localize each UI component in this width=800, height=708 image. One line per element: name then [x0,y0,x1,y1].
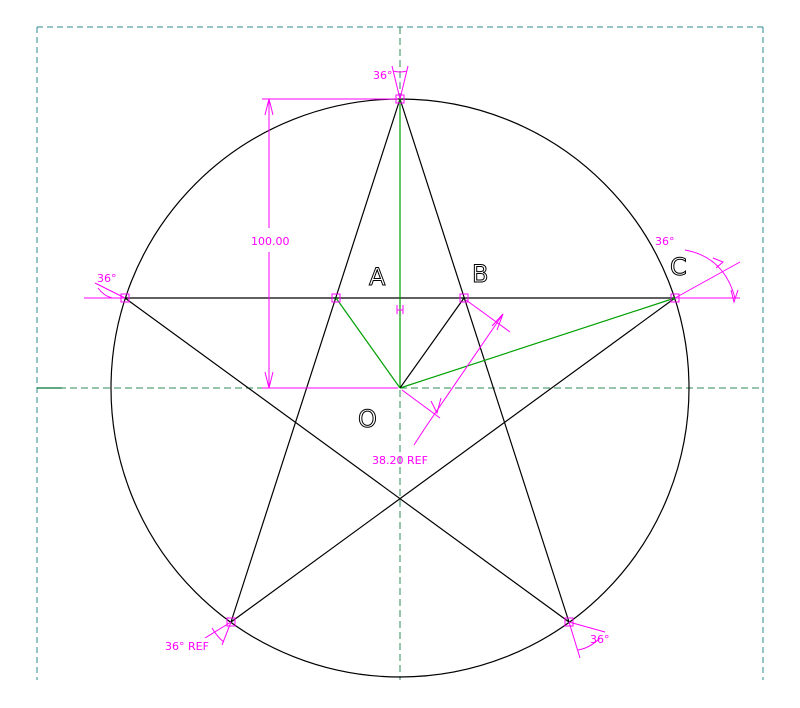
marker-a [331,293,341,303]
angle-left-label: 36° [97,272,117,285]
angle-top-label: 36° [373,69,393,82]
angle-right-label: 36° [655,235,675,248]
dim100-arrow-bottom [264,371,274,389]
construction-line-ob [399,297,465,389]
angle-bottom-left-label: 36° REF [165,640,209,653]
point-label-o: O [358,405,377,433]
marker-bottom-left [226,617,236,627]
angle-bottom-left-leg [204,621,232,639]
dim38-arrow-1 [491,313,504,331]
angle-left-arc [97,287,113,299]
marker-b [459,293,469,303]
angle-left-leg [94,282,126,299]
dim38-leader [413,427,426,446]
angle-right-leg [674,261,741,299]
dimension-38-label: 38.20 REF [372,454,428,467]
dim38-line [424,313,504,429]
angle-bottom-left-leg-2 [221,621,232,646]
angle-right-arrow-2 [730,289,739,304]
point-label-c: C [670,253,687,281]
angle-top-leg-2 [399,65,409,100]
dim38-extension-2 [401,389,441,419]
marker-bottom-right [564,617,574,627]
dim100-arrow-top [264,98,274,116]
angle-right-arc [684,249,736,299]
angle-bottom-right-label: 36° [590,633,610,646]
angle-top-arc [392,70,408,73]
angle-right-arrow-1 [712,257,724,269]
dim38-extension-1 [465,299,511,333]
point-label-b: B [472,260,488,288]
angle-top-leg-1 [391,65,401,100]
dim38-arrow-2 [430,397,442,415]
construction-line-oa [335,297,401,389]
point-label-a: A [369,263,386,291]
angle-bottom-right-leg-2 [568,621,606,633]
construction-line-oc [399,297,676,389]
dimension-100-label: 100.00 [251,235,290,248]
angle-bottom-right-arc [577,637,601,651]
angle-bottom-right-leg [568,621,581,659]
